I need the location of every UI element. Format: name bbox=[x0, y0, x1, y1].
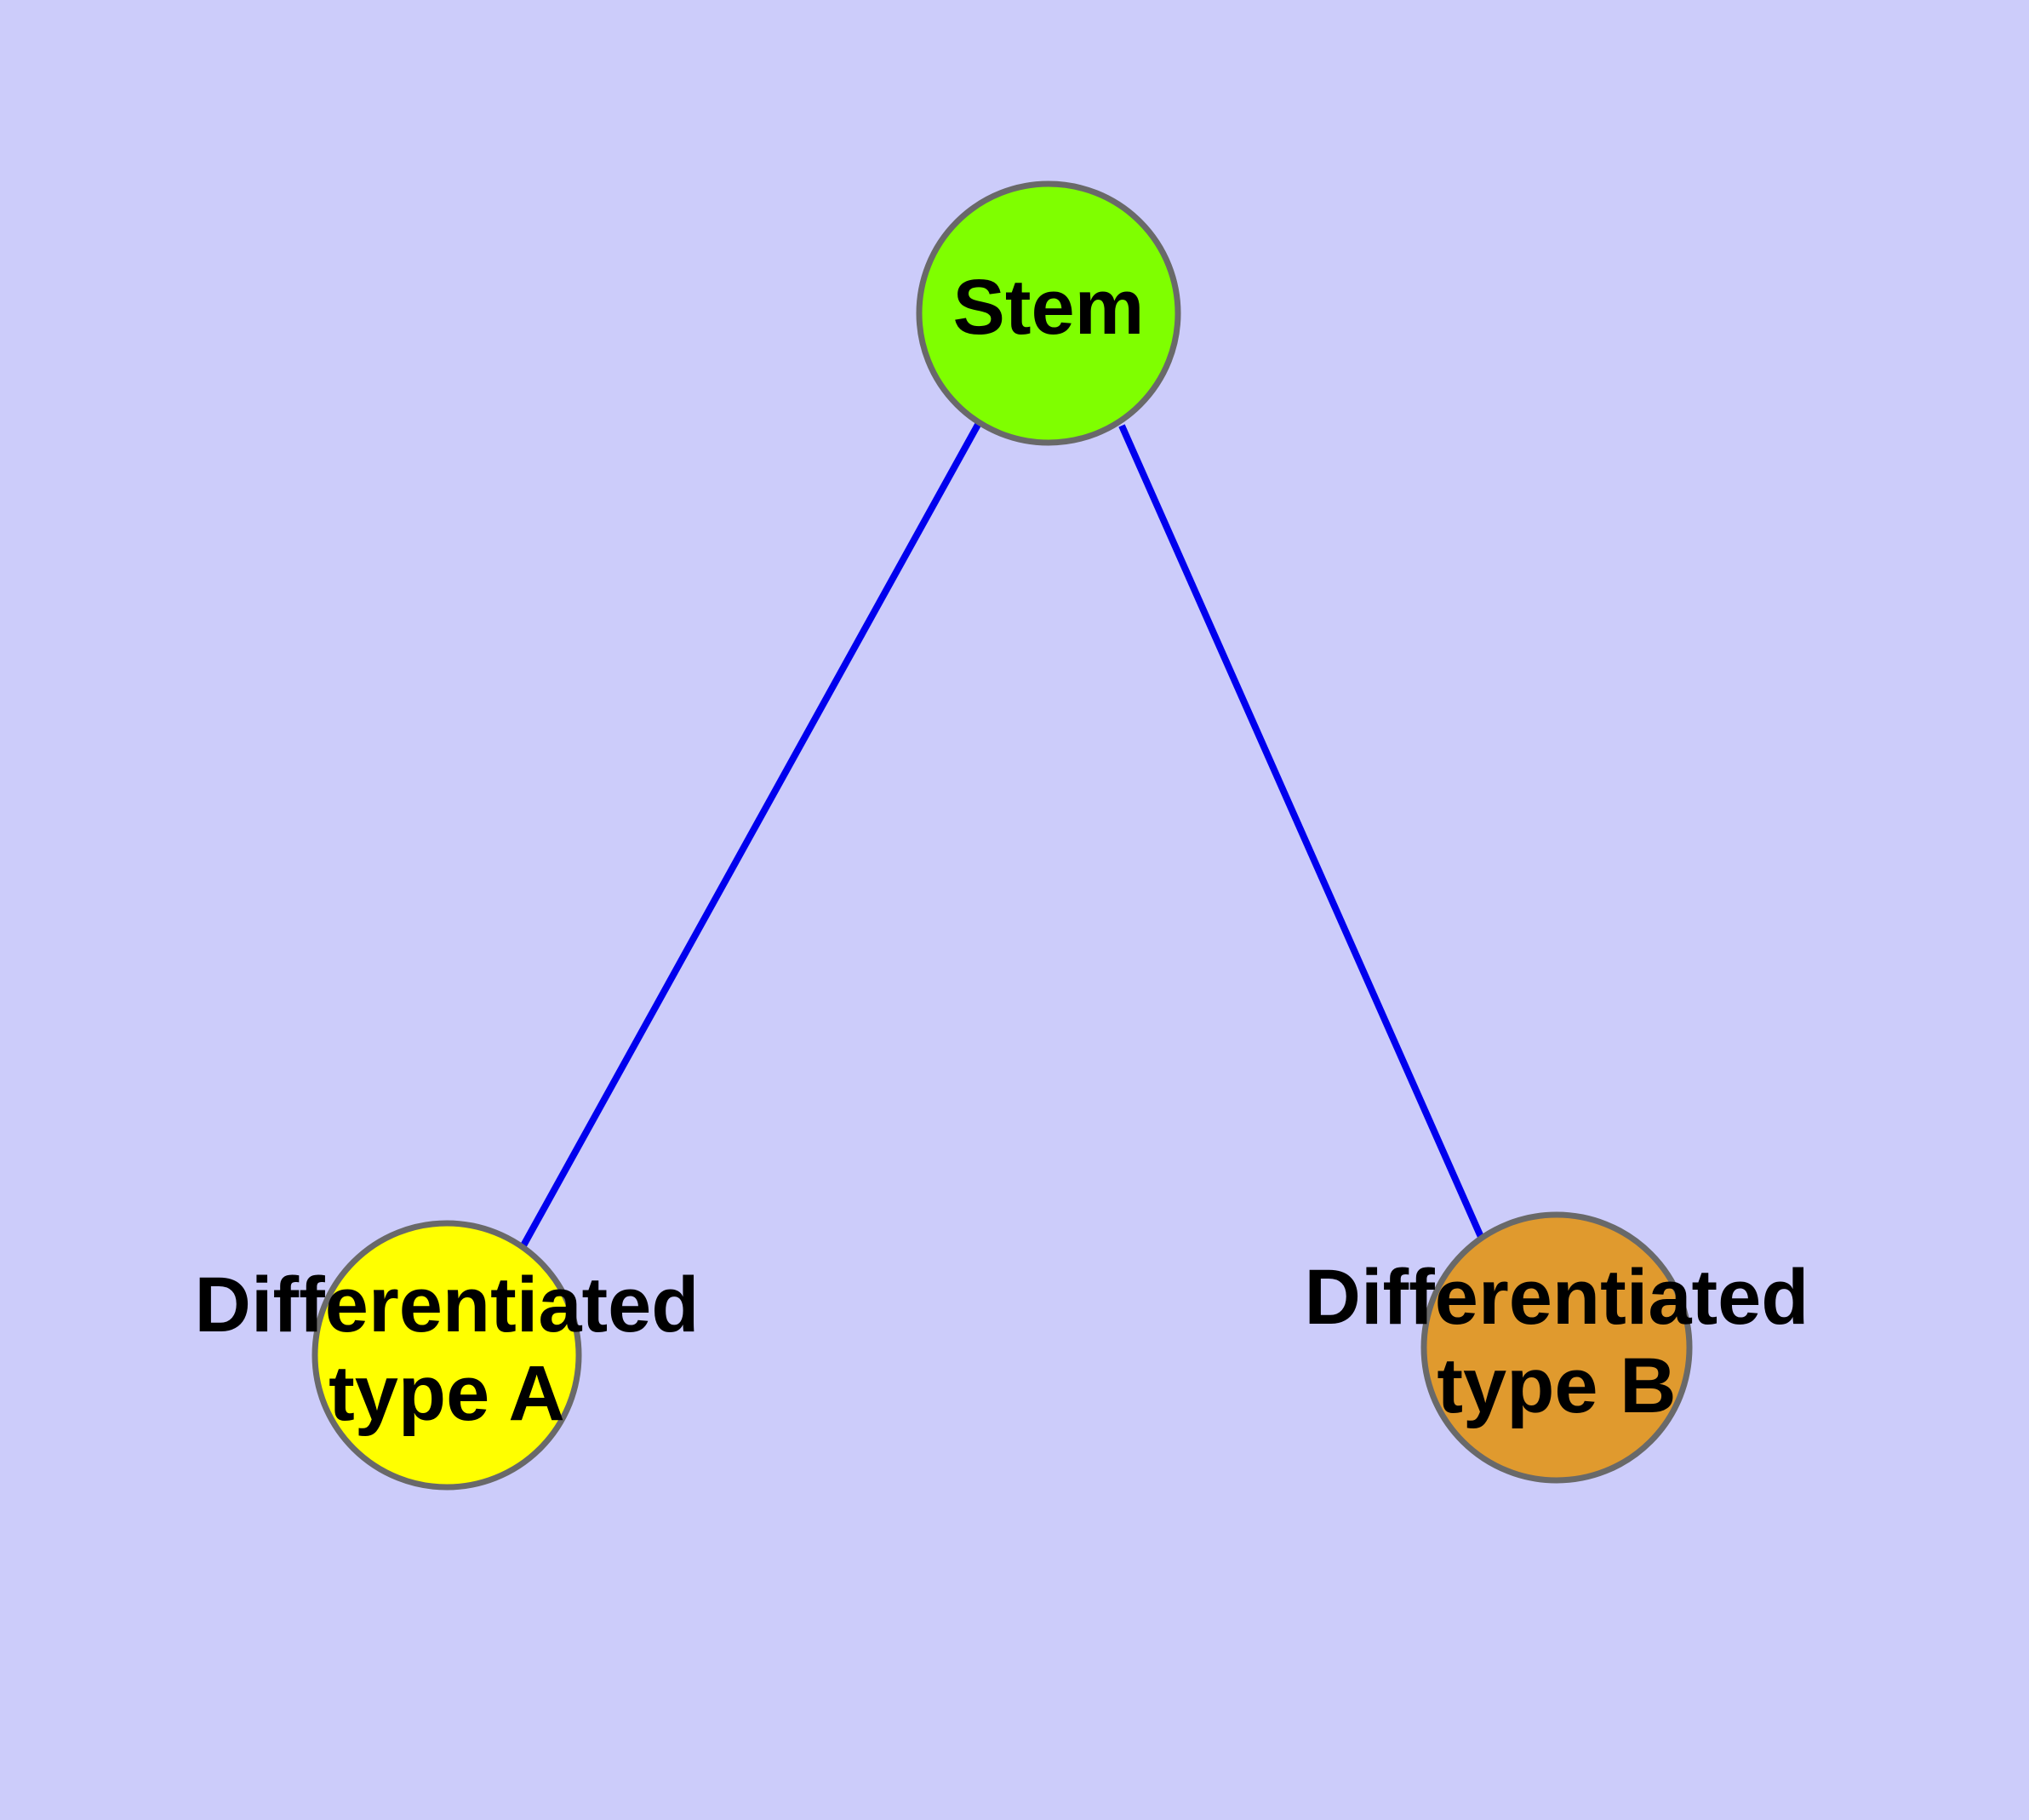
nodes-group bbox=[311, 180, 1693, 1491]
node-differentiated-type-a-circle[interactable] bbox=[311, 1220, 582, 1491]
node-stem-circle[interactable] bbox=[916, 180, 1181, 446]
node-differentiated-type-b-circle[interactable] bbox=[1420, 1211, 1693, 1484]
edge-stem-to-differentiated-type-a[interactable] bbox=[519, 421, 982, 1249]
edges-group bbox=[519, 421, 1484, 1249]
edge-stem-to-differentiated-type-b[interactable] bbox=[1118, 424, 1484, 1239]
node-stem-label: Stem bbox=[953, 264, 1145, 351]
